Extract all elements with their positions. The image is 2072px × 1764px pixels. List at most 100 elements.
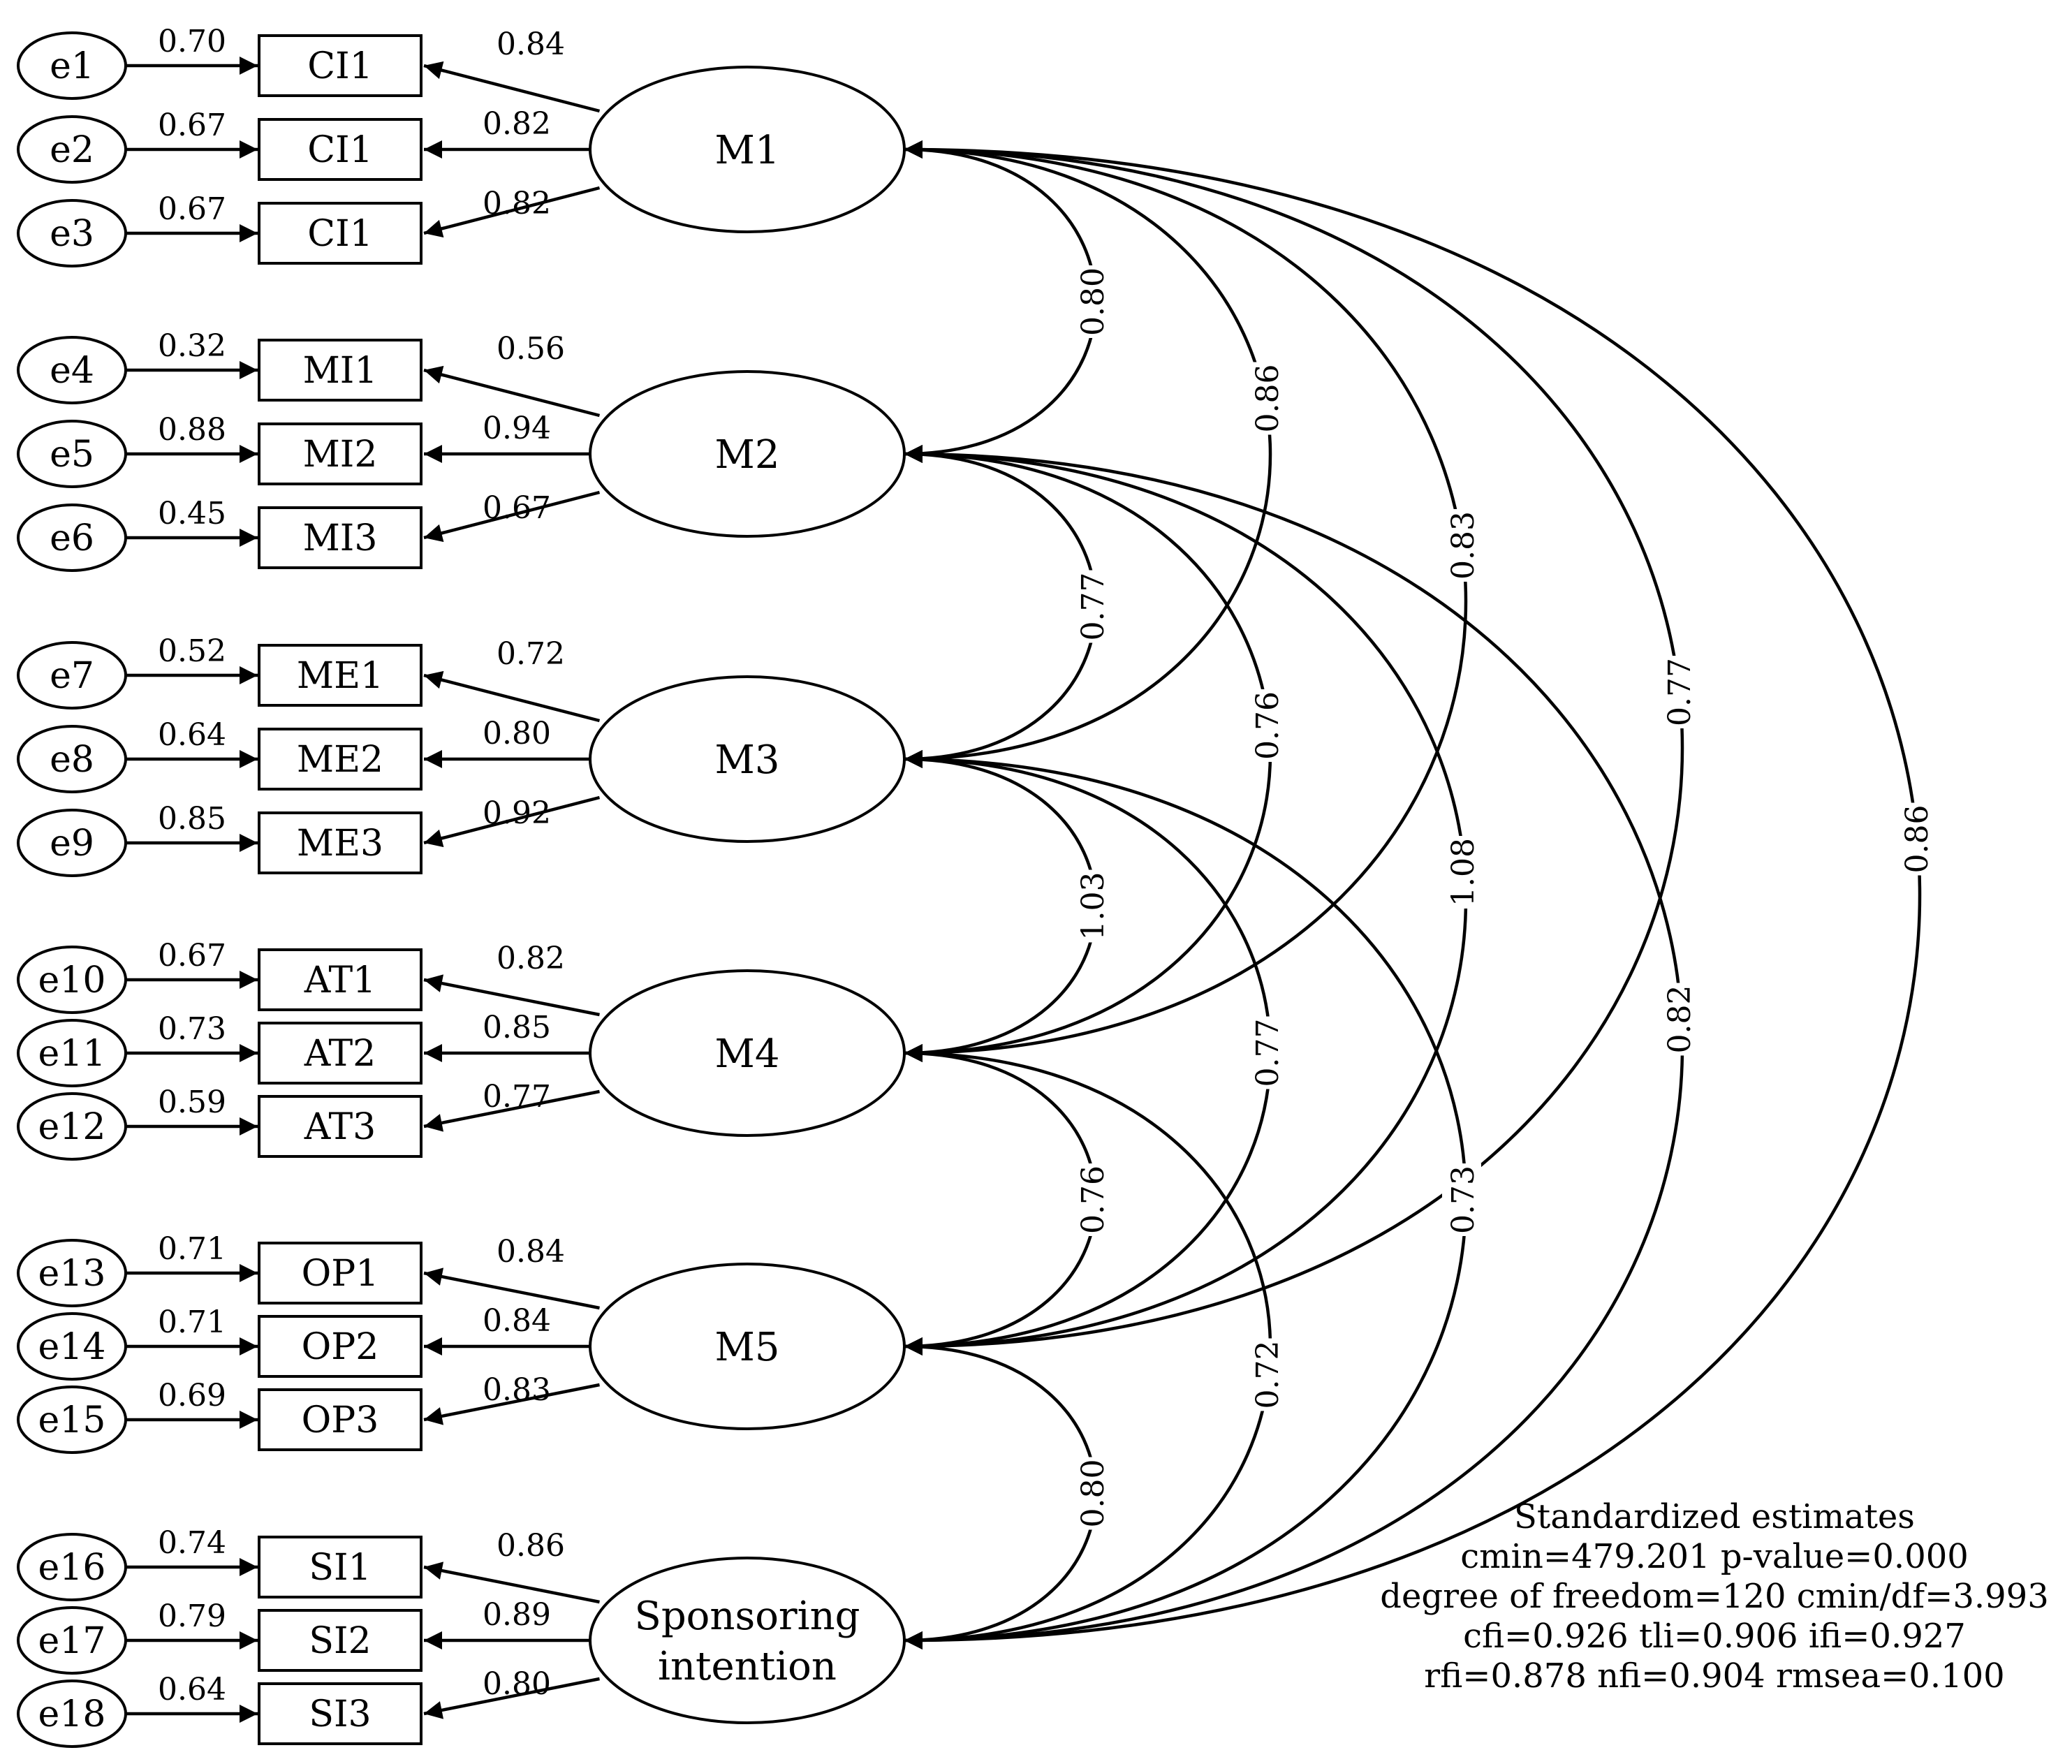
error-estimate: 0.79 <box>158 1598 226 1634</box>
stats-line-3: cfi=0.926 tli=0.906 ifi=0.927 <box>1463 1617 1966 1656</box>
correlation-label: 0.86 <box>1247 362 1286 435</box>
indicator-label: AT1 <box>304 960 376 1001</box>
correlation-label-bg <box>1442 836 1481 909</box>
error-term <box>17 31 127 100</box>
loading-value: 0.80 <box>483 1666 551 1702</box>
indicator-box <box>258 1682 423 1745</box>
error-term-label: e8 <box>50 739 94 781</box>
stats-line-4: rfi=0.878 nfi=0.904 rmsea=0.100 <box>1424 1656 2004 1696</box>
error-term-label: e3 <box>50 213 94 255</box>
error-term-label: e14 <box>38 1326 106 1368</box>
error-estimate: 0.67 <box>158 191 226 227</box>
loading-value: 0.67 <box>483 490 551 526</box>
error-term-label: e15 <box>38 1399 106 1441</box>
stats-title: Standardized estimates <box>1514 1497 1915 1536</box>
error-term <box>17 1533 127 1601</box>
stats-line-2: degree of freedom=120 cmin/df=3.993 <box>1380 1577 2049 1616</box>
error-term <box>17 1019 127 1087</box>
correlation-label-bg <box>1659 983 1698 1056</box>
correlation-path <box>904 1337 1098 1649</box>
error-estimate: 0.71 <box>158 1231 226 1267</box>
correlation-label: 1.03 <box>1072 869 1111 943</box>
correlation-label-bg <box>1072 1457 1111 1530</box>
error-term-label: e1 <box>50 45 94 87</box>
indicator-box <box>258 811 423 874</box>
loading-value: 0.72 <box>497 636 565 672</box>
error-term <box>17 199 127 267</box>
error-term <box>17 1386 127 1454</box>
latent-variable <box>589 969 906 1137</box>
indicator-box <box>258 34 423 97</box>
correlation-label-bg <box>1659 656 1698 728</box>
correlation-path <box>904 750 1468 1649</box>
error-estimate: 0.69 <box>158 1378 226 1413</box>
loading-value: 0.92 <box>483 795 551 831</box>
indicator-label: CI1 <box>307 213 372 255</box>
correlation-label-bg <box>1442 509 1481 582</box>
indicator-box <box>258 506 423 569</box>
indicator-label: ME3 <box>297 823 383 865</box>
indicator-box <box>258 339 423 402</box>
indicator-box <box>258 728 423 791</box>
indicator-label: AT2 <box>304 1033 376 1075</box>
loading-path <box>423 1561 600 1604</box>
loading-value: 0.83 <box>483 1372 551 1408</box>
indicator-box <box>258 422 423 485</box>
correlation-value: 0.86 <box>1900 805 1935 874</box>
correlation-label: 0.73 <box>1442 1163 1481 1236</box>
correlation-value: 0.86 <box>1250 365 1286 433</box>
error-term-label: e6 <box>50 517 94 559</box>
correlation-label: 0.86 <box>1896 802 1935 876</box>
error-term-label: e17 <box>38 1620 106 1662</box>
error-term-label: e11 <box>38 1033 106 1075</box>
indicator-box <box>258 644 423 707</box>
latent-variable <box>589 66 906 233</box>
loading-value: 0.84 <box>497 27 565 62</box>
correlation-label: 0.83 <box>1442 509 1481 582</box>
loading-value: 0.82 <box>483 186 551 221</box>
error-estimate: 0.64 <box>158 1672 226 1707</box>
error-estimate: 0.52 <box>158 633 226 669</box>
correlation-value: 0.80 <box>1075 1460 1111 1528</box>
latent-variable <box>589 675 906 843</box>
indicator-box <box>258 1315 423 1378</box>
correlation-label-bg <box>1072 570 1111 643</box>
loading-path <box>423 1383 600 1425</box>
indicator-box <box>258 1536 423 1598</box>
indicator-box <box>258 1022 423 1085</box>
error-term <box>17 946 127 1014</box>
loading-value: 0.82 <box>497 941 565 976</box>
correlation-curves: 0.800.860.830.770.860.770.761.080.821.03… <box>904 140 1935 1649</box>
correlation-label: 0.77 <box>1072 570 1111 643</box>
latent-label: M3 <box>715 737 780 783</box>
loading-path <box>423 61 601 113</box>
latent-label: M4 <box>715 1031 780 1077</box>
correlation-path <box>904 140 1272 768</box>
latent-variable <box>589 1557 906 1724</box>
correlation-path <box>904 140 1098 463</box>
error-term-label: e16 <box>38 1547 106 1589</box>
correlation-path <box>904 1044 1098 1355</box>
indicator-label: SI2 <box>309 1620 371 1662</box>
correlation-value: 0.83 <box>1446 511 1481 580</box>
error-estimate: 0.45 <box>158 496 226 531</box>
correlation-label-bg <box>1247 1016 1286 1089</box>
loading-path <box>423 974 600 1017</box>
error-term <box>17 115 127 184</box>
error-estimate: 0.64 <box>158 717 226 753</box>
loading-path <box>423 795 601 848</box>
correlation-path <box>904 750 1098 1062</box>
error-term <box>17 1312 127 1381</box>
loading-path <box>423 1089 600 1132</box>
error-term <box>17 504 127 572</box>
correlation-value: 0.73 <box>1446 1166 1481 1234</box>
correlation-label: 0.80 <box>1072 265 1111 338</box>
correlation-value: 1.03 <box>1075 872 1111 941</box>
indicator-box <box>258 948 423 1011</box>
indicator-label: MI3 <box>303 517 378 559</box>
correlation-value: 0.80 <box>1075 267 1111 336</box>
correlation-value: 0.77 <box>1250 1019 1286 1087</box>
